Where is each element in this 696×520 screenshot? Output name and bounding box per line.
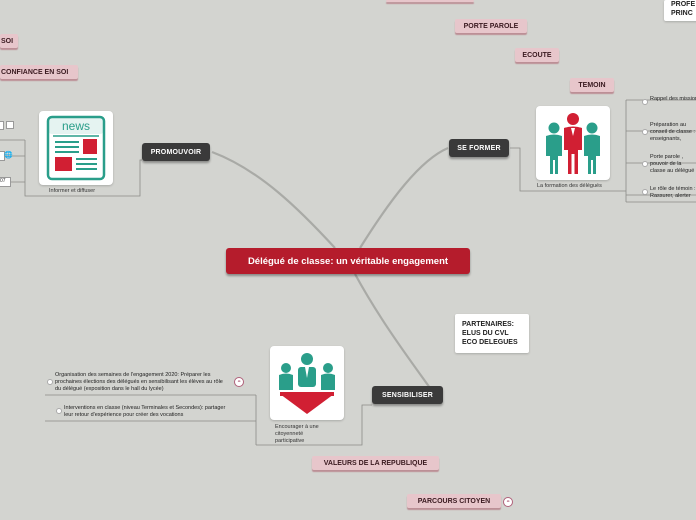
note-top-right-line-2: PRINC <box>671 10 693 17</box>
link-central-promouvoir <box>211 150 336 249</box>
topic-ecoute[interactable]: ECOUTE <box>515 48 559 62</box>
left-fragment-box-3[interactable]: 07 <box>0 177 11 187</box>
bullet <box>642 161 648 167</box>
note-partenaires[interactable]: PARTENAIRES: ELUS DU CVL ECO DELEGUES <box>455 314 529 353</box>
se-former-item-1[interactable]: Rappel des missions des délégués et de l… <box>650 96 696 102</box>
left-fragment-box-1[interactable] <box>0 121 4 130</box>
branch-se-former[interactable]: SE FORMER <box>449 139 509 157</box>
branch-sensibiliser[interactable]: SENSIBILISER <box>372 386 443 404</box>
se-former-item-4[interactable]: Le rôle de témoin : Rassurer, alerter <box>650 186 696 199</box>
bullet <box>642 189 648 195</box>
topic-confiance-en-soi[interactable]: CONFIANCE EN SOI <box>0 65 78 79</box>
news-label: news <box>62 119 90 133</box>
note-partenaires-line-1: PARTENAIRES: <box>462 321 514 328</box>
link-central-sensibiliser <box>354 273 431 389</box>
bullet <box>56 408 62 414</box>
link-icon[interactable]: ⚭ <box>503 497 513 507</box>
group-people-image <box>536 106 610 180</box>
link-central-seformer <box>359 146 449 249</box>
note-partenaires-line-2: ELUS DU CVL <box>462 330 509 337</box>
topic-soi[interactable]: SOI <box>0 34 18 48</box>
caption-sensibiliser: Encourager à une citoyenneté participati… <box>275 424 319 444</box>
speaker-audience-icon <box>279 353 335 414</box>
se-former-item-3[interactable]: Porte parole , pouvoir de la classe au d… <box>650 154 695 174</box>
left-fragment-box-2[interactable] <box>0 151 5 161</box>
newspaper-image: news <box>39 111 113 185</box>
speaker-audience-image <box>270 346 344 420</box>
globe-icon: 🌐 <box>4 152 13 159</box>
caption-se-former: La formation des délégués <box>537 183 602 189</box>
note-top-right-line-1: PROFE <box>671 1 696 8</box>
sensibiliser-item-1[interactable]: Organisation des semaines de l'engagemen… <box>55 372 223 392</box>
central-topic[interactable]: Délégué de classe: un véritable engageme… <box>226 248 470 274</box>
bullet <box>642 99 648 105</box>
topic-parcours-citoyen[interactable]: PARCOURS CITOYEN <box>407 494 501 508</box>
se-former-item-2[interactable]: Préparation au conseil de classe : ensei… <box>650 122 695 142</box>
bullet <box>642 129 648 135</box>
topic-top-edge[interactable] <box>386 0 474 2</box>
bullet <box>47 379 53 385</box>
topic-porte-parole[interactable]: PORTE PAROLE <box>455 19 527 33</box>
branch-promouvoir[interactable]: PROMOUVOIR <box>142 143 210 161</box>
left-checkbox[interactable] <box>6 121 14 129</box>
caption-promouvoir: Informer et diffuser <box>49 188 96 194</box>
topic-temoin[interactable]: TEMOIN <box>570 78 614 92</box>
note-professeur-principal[interactable]: PROFE PRINC <box>664 0 696 21</box>
note-partenaires-line-3: ECO DELEGUES <box>462 339 518 346</box>
newspaper-icon: news <box>46 115 106 181</box>
sensibiliser-item-2[interactable]: Interventions en classe (niveau Terminal… <box>64 405 226 418</box>
people-group-icon <box>546 113 600 174</box>
attachment-icon[interactable]: ⚭ <box>234 377 244 387</box>
topic-valeurs-republique[interactable]: VALEURS DE LA REPUBLIQUE <box>312 456 439 470</box>
